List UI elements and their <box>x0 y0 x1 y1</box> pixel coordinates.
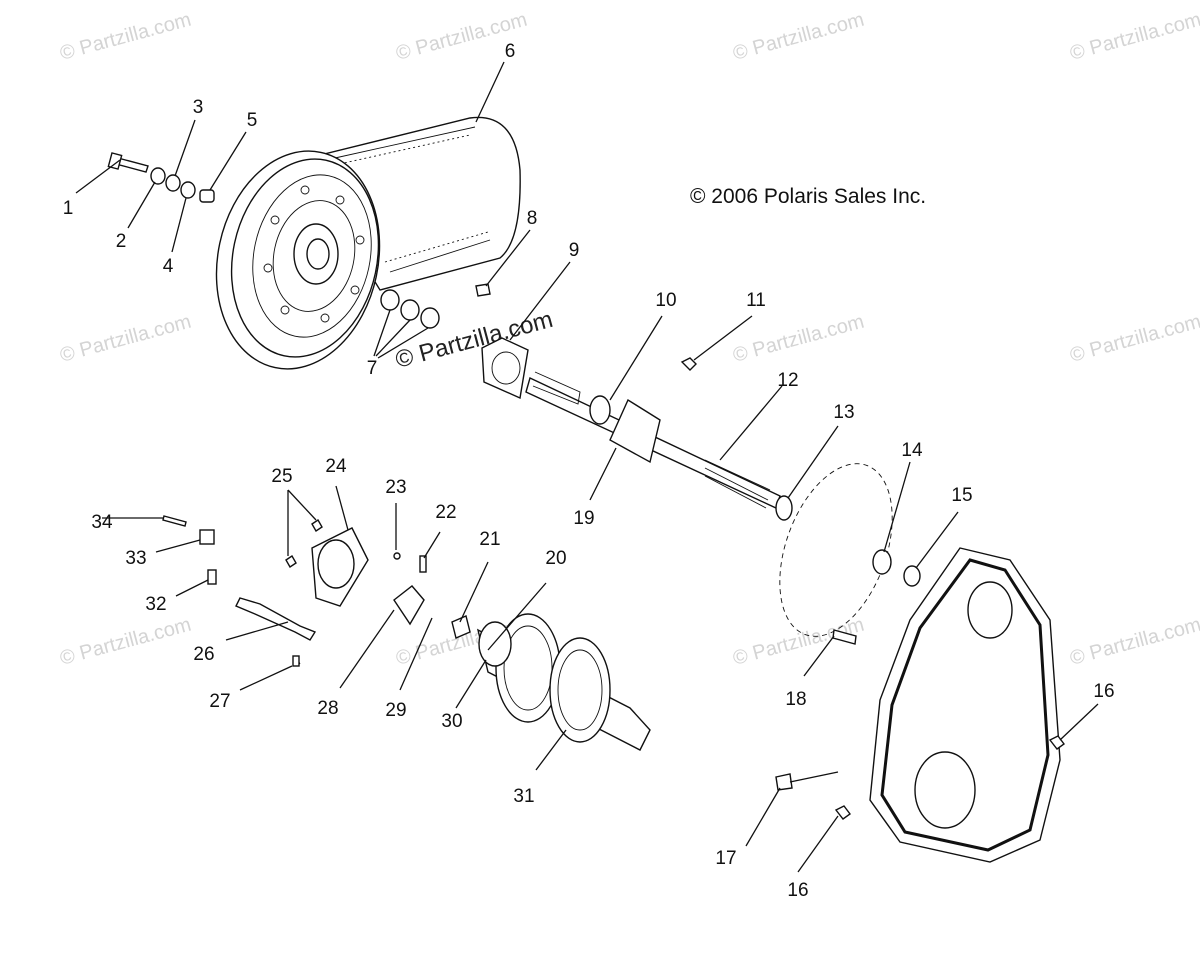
copyright-notice: © 2006 Polaris Sales Inc. <box>690 185 926 208</box>
bearing-flange-9 <box>481 337 529 400</box>
bearing-14 <box>872 549 892 575</box>
clutch-bolt <box>107 152 149 173</box>
callout-29: 29 <box>385 700 406 721</box>
callout-18: 18 <box>785 689 806 710</box>
callout-23: 23 <box>385 477 406 498</box>
callout-17: 17 <box>715 848 736 869</box>
callout-22: 22 <box>435 502 456 523</box>
callout-33: 33 <box>125 548 146 569</box>
screw-27 <box>292 655 300 667</box>
callout-13: 13 <box>833 402 854 423</box>
leader-lines <box>75 61 1099 873</box>
washer-7c <box>420 307 440 329</box>
clip-32 <box>207 569 217 585</box>
nut-25b <box>285 555 297 568</box>
callout-12: 12 <box>777 370 798 391</box>
washer-7a <box>380 289 400 311</box>
watermark: © Partzilla.com <box>731 9 867 65</box>
nut-25a <box>311 519 323 532</box>
callout-24: 24 <box>325 456 347 477</box>
watermark-layer: © Partzilla.com © Partzilla.com © Partzi… <box>58 9 1200 670</box>
bearing-flange-19 <box>609 398 661 464</box>
callout-14: 14 <box>901 440 923 461</box>
callout-6: 6 <box>505 41 516 62</box>
nut-16b <box>834 805 851 820</box>
callout-26: 26 <box>193 644 214 665</box>
washer-23 <box>393 552 401 560</box>
callout-21: 21 <box>479 529 500 550</box>
watermark: © Partzilla.com <box>58 9 194 65</box>
nut-11 <box>680 357 697 371</box>
callout-9: 9 <box>569 240 580 261</box>
watermark: © Partzilla.com <box>1068 9 1200 65</box>
sensor-26 <box>235 597 317 641</box>
drive-clutch <box>215 150 381 370</box>
o-ring-13 <box>775 495 793 521</box>
spacer-5 <box>199 189 215 203</box>
callout-20: 20 <box>545 548 566 569</box>
callout-3: 3 <box>193 97 204 118</box>
callout-27: 27 <box>209 691 230 712</box>
callout-10: 10 <box>655 290 676 311</box>
screw-34 <box>162 515 187 527</box>
callout-8: 8 <box>527 208 538 229</box>
gear-cluster <box>476 613 651 751</box>
callout-19: 19 <box>573 508 594 529</box>
watermark: © Partzilla.com <box>1068 311 1200 367</box>
callout-7: 7 <box>367 358 378 379</box>
watermark: © Partzilla.com <box>731 311 867 367</box>
watermark: © Partzilla.com <box>58 311 194 367</box>
callout-31: 31 <box>513 786 534 807</box>
callout-5: 5 <box>247 110 258 131</box>
nut-16a <box>1048 735 1065 750</box>
callout-15: 15 <box>951 485 972 506</box>
ring-15 <box>903 565 921 587</box>
washer-7b <box>400 299 420 321</box>
callout-34: 34 <box>91 512 113 533</box>
callout-11: 11 <box>746 290 766 311</box>
pin-22 <box>419 555 427 573</box>
callout-16b: 16 <box>787 880 808 901</box>
washer-2 <box>150 167 166 185</box>
watermark: © Partzilla.com <box>1068 614 1200 670</box>
callout-30: 30 <box>441 711 462 732</box>
callout-16a: 16 <box>1093 681 1114 702</box>
callout-28: 28 <box>317 698 338 719</box>
callout-labels: 1 2 3 4 5 6 7 8 9 10 11 12 13 14 15 16 1… <box>63 41 1115 901</box>
washer-3 <box>165 174 181 192</box>
watermark: © Partzilla.com <box>58 614 194 670</box>
washer-4 <box>180 181 196 199</box>
chaincase-cover <box>869 547 1061 863</box>
callout-1: 1 <box>63 198 74 219</box>
callout-32: 32 <box>145 594 166 615</box>
callout-4: 4 <box>163 256 174 277</box>
clip-33 <box>199 529 215 545</box>
bolt-17 <box>775 773 793 791</box>
callout-2: 2 <box>116 231 127 252</box>
bolt-18 <box>832 629 857 645</box>
bolt-8 <box>475 283 491 297</box>
gasket-29 <box>393 585 425 626</box>
callout-25: 25 <box>271 466 292 487</box>
